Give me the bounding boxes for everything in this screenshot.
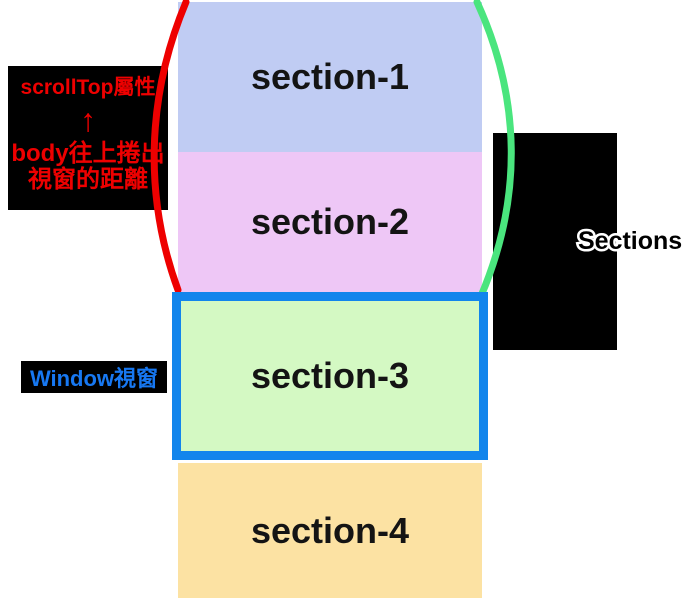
section-2-label: section-2 xyxy=(250,201,410,242)
scrolltop-annotation-box: scrollTop屬性 ↑ body往上捲出 視窗的距離 xyxy=(8,66,168,210)
window-viewport-frame: section-3 xyxy=(172,292,488,460)
section-4-label: section-4 xyxy=(250,509,410,551)
section-1-label: section-1 xyxy=(250,56,410,97)
window-viewport-label: Window視窗 xyxy=(29,366,159,391)
sections-annotation-box xyxy=(493,133,617,350)
section-2-block: section-2 xyxy=(178,152,482,292)
section-4-block: section-4 xyxy=(178,463,482,598)
scrolltop-description-line-2: 視窗的距離 xyxy=(28,166,148,193)
section-3-label: section-3 xyxy=(250,355,410,396)
up-arrow-icon: ↑ xyxy=(80,102,96,138)
section-1-block: section-1 xyxy=(178,2,482,152)
scrolltop-property-label: scrollTop屬性 xyxy=(20,76,156,99)
scrolltop-description-line-1: body往上捲出 xyxy=(11,140,165,167)
section-3-block xyxy=(181,301,479,451)
window-viewport-label-box: Window視窗 xyxy=(21,361,167,393)
